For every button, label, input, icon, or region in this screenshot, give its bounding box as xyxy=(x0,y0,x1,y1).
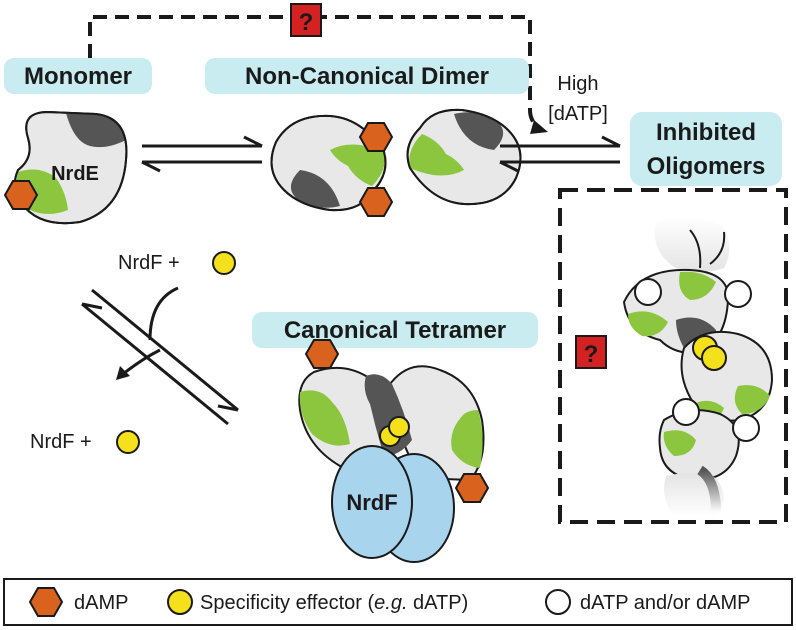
monomer-dark-site xyxy=(66,113,126,148)
tetramer-label: Canonical Tetramer xyxy=(252,312,538,348)
dimer-damp-bottom xyxy=(358,187,394,217)
inhibited-text-1: Inhibited xyxy=(656,119,756,146)
tetramer-damp-right xyxy=(454,473,490,503)
inhibited-text-2: Oligomers xyxy=(647,153,766,180)
monomer-text: Monomer xyxy=(24,63,132,90)
nrde-text: NrdE xyxy=(51,163,99,185)
monomer-protein: NrdE xyxy=(3,110,128,225)
legend-damp-hexagon xyxy=(28,587,64,617)
legend-yellow-circle xyxy=(167,589,193,615)
inhibited-yellow-2 xyxy=(701,345,727,371)
legend-box xyxy=(3,578,793,626)
nrdf-plus-top: NrdF + xyxy=(118,252,180,274)
inhibited-label: Inhibited Oligomers xyxy=(630,112,782,186)
diagonal-arrows xyxy=(81,286,239,426)
yellow-effector-bottom xyxy=(116,430,140,454)
dashed-question-path xyxy=(88,15,542,130)
nrdf-text: NrdF xyxy=(346,490,397,515)
nrdf-subunit-front xyxy=(331,445,413,559)
inhibited-white-3 xyxy=(672,398,700,426)
nc-dimer xyxy=(270,108,522,217)
question-box-top: ? xyxy=(290,3,322,37)
tetramer-effector-2 xyxy=(388,416,410,438)
datp-text: [dATP] xyxy=(548,103,608,125)
tetramer-damp-left xyxy=(304,339,340,369)
nc-dimer-label: Non-Canonical Dimer xyxy=(205,58,529,94)
inhibited-oligomer-box xyxy=(558,188,788,524)
nrdf-plus-bottom: NrdF + xyxy=(30,431,92,453)
inhibited-white-4 xyxy=(732,414,760,442)
legend-damp-label: dAMP xyxy=(74,592,128,614)
inhibited-white-2 xyxy=(724,280,752,308)
canonical-tetramer: NrdF xyxy=(298,339,490,563)
inhibited-oligomer-stack xyxy=(622,216,774,517)
legend-datp-damp-label: dATP and/or dAMP xyxy=(580,592,750,614)
question-mark-top: ? xyxy=(299,9,314,36)
inhibited-white-1 xyxy=(634,278,662,306)
legend-specificity-label: Specificity effector (e.g. dATP) xyxy=(200,592,468,614)
dashed-arrow-head xyxy=(530,120,548,134)
nc-dimer-text: Non-Canonical Dimer xyxy=(245,63,489,90)
yellow-effector-top xyxy=(212,251,236,275)
equilibrium-arrows-2 xyxy=(499,135,621,173)
question-box-side: ? xyxy=(575,335,607,369)
high-text: High xyxy=(557,73,598,95)
question-mark-side: ? xyxy=(584,341,599,368)
legend: dAMP Specificity effector (e.g. dATP) dA… xyxy=(3,578,793,626)
monomer-label: Monomer xyxy=(4,58,152,94)
legend-white-circle xyxy=(545,589,571,615)
equilibrium-arrows-1 xyxy=(141,135,263,173)
dimer-damp-top xyxy=(358,122,394,152)
damp-hexagon xyxy=(3,180,39,210)
